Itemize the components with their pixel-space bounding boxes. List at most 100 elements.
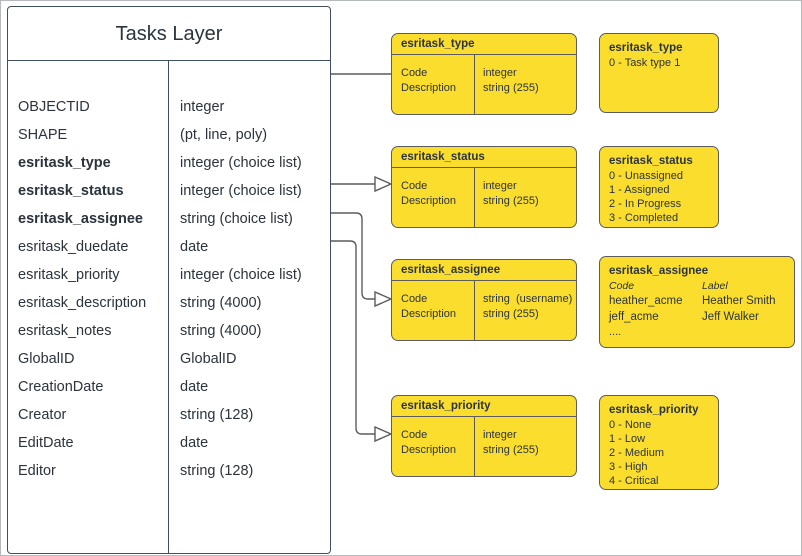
field-name: esritask_type: [18, 155, 111, 171]
value-box-title: esritask_type: [609, 42, 683, 54]
field-type: GlobalID: [180, 351, 237, 367]
field-name: CreationDate: [18, 379, 104, 395]
assignee-code: heather_acme: [609, 295, 683, 307]
field-name: OBJECTID: [18, 99, 90, 115]
domain-table-title: esritask_status: [392, 147, 576, 168]
table-row[interactable]: Editor string (128): [8, 457, 330, 485]
field-type: date: [180, 379, 209, 395]
field-name: EditDate: [18, 435, 74, 451]
value-box-esritask-type[interactable]: esritask_type 0 - Task type 1: [599, 33, 719, 113]
table-row[interactable]: SHAPE (pt, line, poly): [8, 121, 330, 149]
column-divider: [474, 281, 475, 340]
domain-table-title: esritask_type: [392, 34, 576, 55]
field-name: esritask_assignee: [18, 211, 143, 227]
column-divider: [168, 61, 169, 553]
table-row[interactable]: Creator string (128): [8, 401, 330, 429]
field-type: integer (choice list): [180, 267, 302, 283]
arrowhead-assignee: [374, 290, 393, 308]
domain-table-body: Code Description string (username) strin…: [392, 281, 576, 340]
domain-field-types: string (username) string (255): [483, 293, 573, 320]
field-name: esritask_notes: [18, 323, 112, 339]
domain-table-esritask-priority[interactable]: esritask_priority Code Description integ…: [391, 395, 577, 477]
value-box-column-headers: Code Label: [609, 279, 785, 293]
table-row[interactable]: esritask_duedate date: [8, 233, 330, 261]
value-box-title: esritask_priority: [609, 404, 699, 416]
value-box-esritask-priority[interactable]: esritask_priority 0 - None 1 - Low 2 - M…: [599, 395, 719, 490]
value-box-title: esritask_status: [609, 155, 693, 167]
arrowhead-status: [374, 175, 393, 193]
field-type: date: [180, 435, 209, 451]
ellipsis-text: ....: [609, 326, 622, 338]
column-header-code: Code: [609, 280, 635, 292]
table-row[interactable]: esritask_notes string (4000): [8, 317, 330, 345]
value-line: 1 - Assigned: [609, 184, 670, 196]
domain-table-esritask-type[interactable]: esritask_type Code Description integer s…: [391, 33, 577, 115]
domain-field-types: integer string (255): [483, 67, 539, 94]
table-row[interactable]: esritask_description string (4000): [8, 289, 330, 317]
field-row-list: OBJECTID integer SHAPE (pt, line, poly) …: [8, 93, 330, 485]
connector-assignee: [331, 212, 389, 300]
field-type: string (4000): [180, 295, 262, 311]
value-line: 2 - In Progress: [609, 198, 682, 210]
value-box-esritask-status[interactable]: esritask_status 0 - Unassigned 1 - Assig…: [599, 146, 719, 228]
table-row[interactable]: esritask_status integer (choice list): [8, 177, 330, 205]
assignee-label: Jeff Walker: [702, 311, 759, 323]
table-row[interactable]: esritask_type integer (choice list): [8, 149, 330, 177]
field-type: (pt, line, poly): [180, 127, 268, 143]
value-line: 0 - Task type 1: [609, 57, 681, 69]
table-row[interactable]: EditDate date: [8, 429, 330, 457]
domain-field-names: Code Description: [401, 67, 457, 94]
domain-field-types: integer string (255): [483, 429, 539, 456]
field-type: date: [180, 239, 209, 255]
assignee-label: Heather Smith: [702, 295, 776, 307]
domain-table-body: Code Description integer string (255): [392, 168, 576, 227]
field-type: integer (choice list): [180, 183, 302, 199]
field-name: esritask_description: [18, 295, 147, 311]
field-name: esritask_status: [18, 183, 124, 199]
layer-field-grid: OBJECTID integer SHAPE (pt, line, poly) …: [8, 61, 330, 553]
value-box-title: esritask_assignee: [609, 265, 709, 277]
table-row[interactable]: GlobalID GlobalID: [8, 345, 330, 373]
connector-priority: [331, 240, 389, 435]
field-type: string (4000): [180, 323, 262, 339]
value-line: 0 - Unassigned: [609, 170, 683, 182]
list-item: jeff_acme Jeff Walker: [609, 309, 785, 325]
domain-field-types: integer string (255): [483, 180, 539, 207]
field-name: GlobalID: [18, 351, 75, 367]
list-item: heather_acme Heather Smith: [609, 293, 785, 309]
column-header-label: Label: [702, 280, 728, 292]
value-box-esritask-assignee[interactable]: esritask_assignee Code Label heather_acm…: [599, 256, 795, 348]
domain-table-esritask-assignee[interactable]: esritask_assignee Code Description strin…: [391, 259, 577, 341]
domain-table-body: Code Description integer string (255): [392, 417, 576, 476]
field-name: esritask_duedate: [18, 239, 129, 255]
value-line: 3 - High: [609, 461, 648, 473]
domain-table-title: esritask_assignee: [392, 260, 576, 281]
table-row[interactable]: CreationDate date: [8, 373, 330, 401]
domain-field-names: Code Description: [401, 180, 457, 207]
tasks-layer-table[interactable]: Tasks Layer OBJECTID integer SHAPE (pt, …: [7, 6, 331, 554]
domain-table-title: esritask_priority: [392, 396, 576, 417]
column-divider: [474, 55, 475, 114]
field-type: string (choice list): [180, 211, 293, 227]
field-type: integer (choice list): [180, 155, 302, 171]
field-name: Creator: [18, 407, 67, 423]
domain-table-esritask-status[interactable]: esritask_status Code Description integer…: [391, 146, 577, 228]
domain-table-body: Code Description integer string (255): [392, 55, 576, 114]
table-row[interactable]: esritask_priority integer (choice list): [8, 261, 330, 289]
field-type: string (128): [180, 407, 254, 423]
field-type: integer: [180, 99, 225, 115]
column-divider: [474, 168, 475, 227]
value-line: 2 - Medium: [609, 447, 665, 459]
field-name: Editor: [18, 463, 56, 479]
domain-field-names: Code Description: [401, 429, 457, 456]
page-title: Tasks Layer: [8, 7, 330, 61]
value-line: 1 - Low: [609, 433, 646, 445]
value-line: 3 - Completed: [609, 212, 679, 224]
table-row[interactable]: OBJECTID integer: [8, 93, 330, 121]
table-row[interactable]: esritask_assignee string (choice list): [8, 205, 330, 233]
domain-field-names: Code Description: [401, 293, 457, 320]
field-type: string (128): [180, 463, 254, 479]
arrowhead-priority: [374, 425, 393, 443]
field-name: esritask_priority: [18, 267, 120, 283]
